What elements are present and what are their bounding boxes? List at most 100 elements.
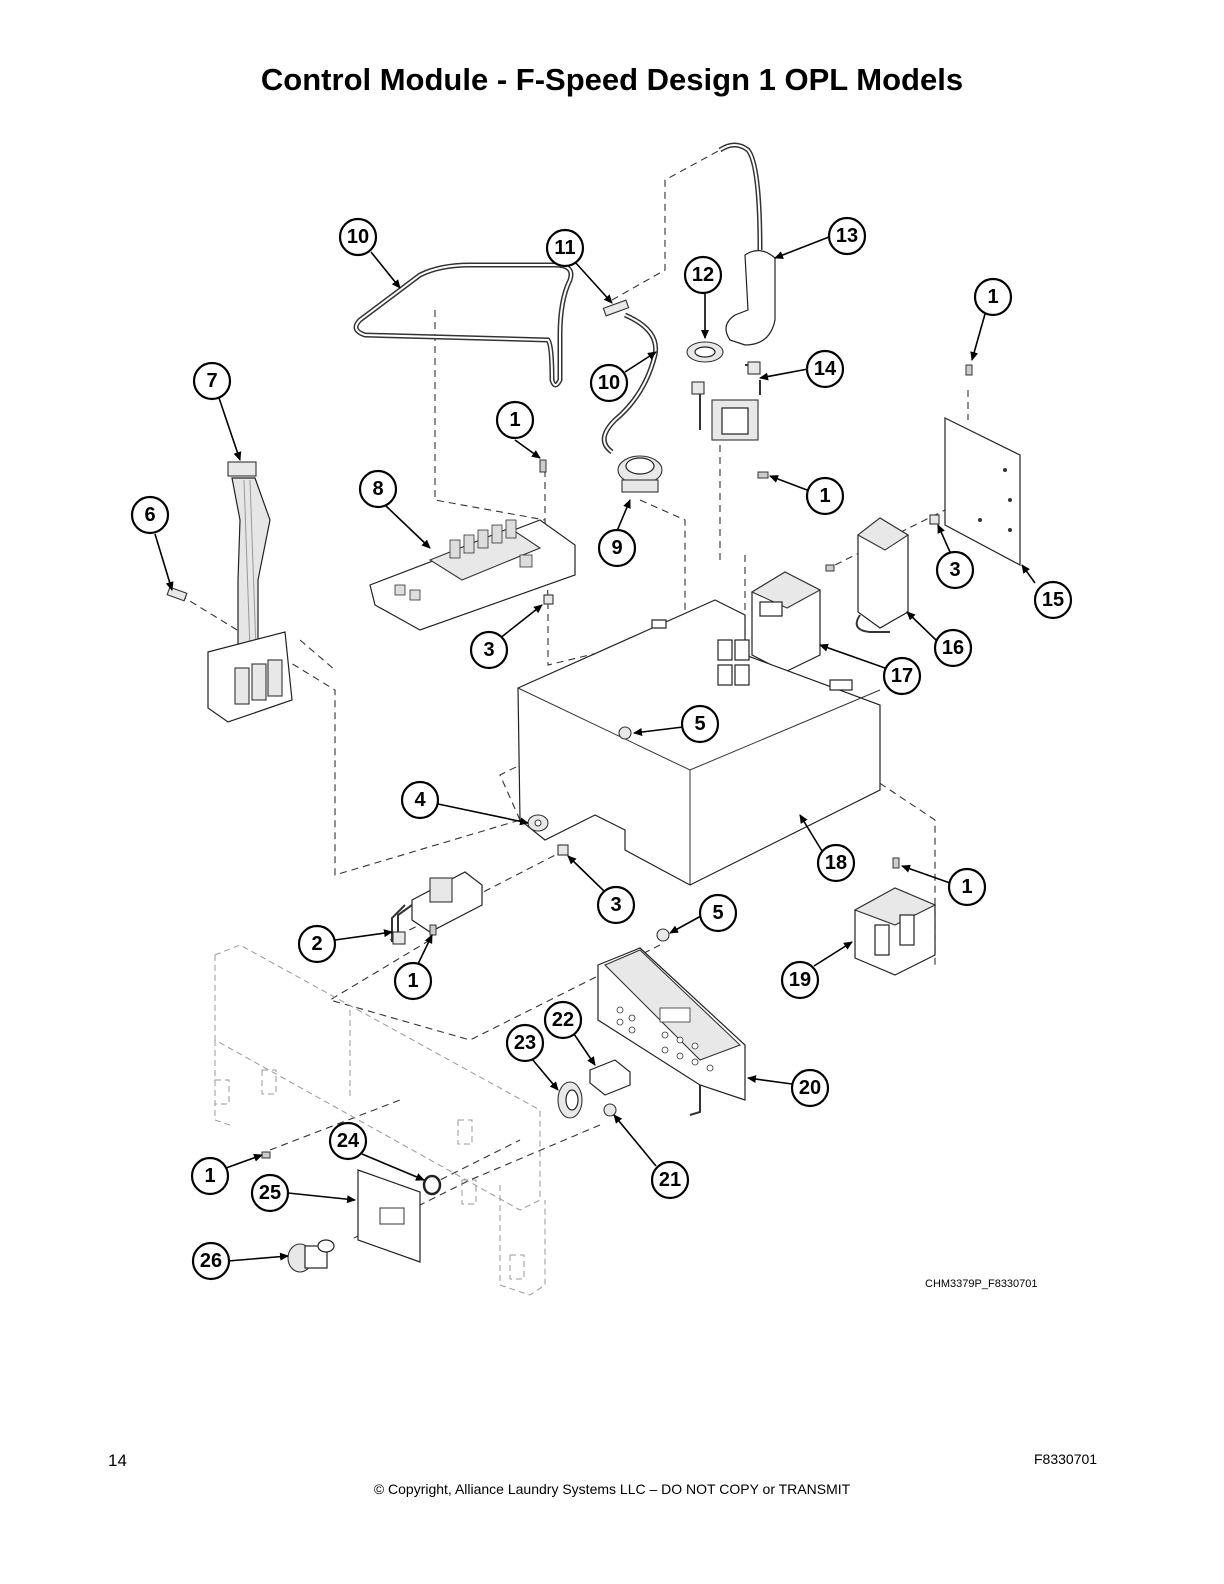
- svg-text:23: 23: [514, 1032, 536, 1054]
- svg-text:3: 3: [483, 639, 494, 661]
- callout: 3: [469, 630, 509, 670]
- clamp-part-12: [686, 341, 724, 363]
- svg-text:22: 22: [552, 1009, 574, 1031]
- leader-lines: [154, 236, 1036, 1262]
- svg-text:1: 1: [987, 286, 998, 308]
- callout: 11: [545, 228, 585, 268]
- transformer-part-19: [853, 887, 937, 976]
- grommet-part-5-upper: [618, 726, 632, 740]
- callout: 15: [1033, 580, 1073, 620]
- console-panel-outline: [214, 944, 546, 1296]
- svg-text:25: 25: [259, 1182, 281, 1204]
- control-board-part-8: [369, 519, 576, 631]
- drawing-reference: CHM3379P_F8330701: [925, 1278, 1038, 1290]
- svg-text:15: 15: [1042, 589, 1064, 611]
- callout: 13: [827, 216, 867, 256]
- svg-text:5: 5: [712, 902, 723, 924]
- switch-part-22: [589, 1059, 631, 1096]
- relay-part-14: [691, 361, 761, 441]
- callout: 19: [780, 960, 820, 1000]
- callout: 6: [130, 495, 170, 535]
- svg-text:2: 2: [311, 933, 322, 955]
- svg-text:7: 7: [206, 370, 217, 392]
- filter-part-16: [855, 517, 910, 633]
- callout: 14: [805, 349, 845, 389]
- svg-text:10: 10: [347, 226, 369, 248]
- callout: 2: [297, 924, 337, 964]
- bushing-part-4: [527, 814, 549, 832]
- callout: 10: [589, 363, 629, 403]
- emergency-stop-part-26: [287, 1239, 335, 1273]
- callouts: 10 11 12 13 1 7 10 14 1 6 8 1 9 3 15 3 1…: [130, 216, 1073, 1281]
- pressure-switch-part-9: [617, 455, 663, 493]
- copyright-notice: © Copyright, Alliance Laundry Systems LL…: [373, 1481, 851, 1497]
- callout: 12: [683, 255, 723, 295]
- svg-text:17: 17: [891, 665, 913, 687]
- tube-part-10: [353, 262, 574, 388]
- document-code: F8330701: [1034, 1451, 1098, 1467]
- svg-text:4: 4: [414, 789, 426, 811]
- grommet-part-5-lower: [656, 928, 670, 942]
- screw-part-6: [166, 586, 188, 602]
- wire-harness-part-7: [227, 461, 271, 661]
- callout: 9: [597, 528, 637, 568]
- svg-text:9: 9: [611, 537, 622, 559]
- callout: 21: [650, 1160, 690, 1200]
- clip-part-3-bracket: [929, 514, 940, 525]
- svg-text:19: 19: [789, 969, 811, 991]
- svg-text:10: 10: [598, 372, 620, 394]
- svg-text:1: 1: [961, 876, 972, 898]
- callout: 23: [505, 1023, 545, 1063]
- svg-text:26: 26: [200, 1250, 222, 1272]
- svg-text:18: 18: [825, 852, 847, 874]
- callout: 1: [947, 867, 987, 907]
- callout: 24: [328, 1121, 368, 1161]
- motor-drive-part-17: [750, 571, 822, 673]
- svg-text:1: 1: [819, 485, 830, 507]
- switch-plate-part-25: [357, 1169, 421, 1263]
- svg-text:13: 13: [836, 225, 858, 247]
- svg-text:20: 20: [799, 1077, 821, 1099]
- hose-part-13: [718, 142, 776, 346]
- callout: 1: [393, 961, 433, 1001]
- svg-text:24: 24: [337, 1130, 360, 1152]
- callout: 3: [596, 885, 636, 925]
- callout: 5: [698, 893, 738, 933]
- callout: 1: [495, 400, 535, 440]
- callout: 18: [816, 843, 856, 883]
- callout: 1: [805, 476, 845, 516]
- svg-text:6: 6: [144, 504, 155, 526]
- callout: 10: [338, 217, 378, 257]
- callout: 8: [358, 469, 398, 509]
- callout: 17: [882, 656, 922, 696]
- svg-text:5: 5: [694, 713, 705, 735]
- svg-text:1: 1: [407, 970, 418, 992]
- tee-connector-part-11: [601, 299, 659, 455]
- clip-part-3-lower: [557, 844, 569, 856]
- transformer-part-2: [391, 871, 483, 945]
- svg-text:12: 12: [692, 264, 714, 286]
- callout: 7: [192, 361, 232, 401]
- bracket-part-15: [944, 417, 1021, 566]
- callout: 20: [790, 1068, 830, 1108]
- svg-text:3: 3: [949, 559, 960, 581]
- callout: 5: [680, 704, 720, 744]
- relay-box: [207, 631, 293, 723]
- screws-part-1: [261, 364, 973, 1159]
- callout: 3: [935, 550, 975, 590]
- console-board-part-20: [597, 947, 746, 1116]
- callout: 25: [250, 1173, 290, 1213]
- svg-text:1: 1: [509, 409, 520, 431]
- svg-text:3: 3: [610, 894, 621, 916]
- svg-text:21: 21: [659, 1169, 681, 1191]
- clip-part-3-board: [543, 594, 554, 605]
- callout: 1: [973, 277, 1013, 317]
- page-title: Control Module - F-Speed Design 1 OPL Mo…: [260, 62, 964, 97]
- grommet-part-24: [422, 1174, 442, 1196]
- fastener-part-21: [603, 1103, 617, 1117]
- svg-text:16: 16: [942, 637, 964, 659]
- callout: 1: [190, 1156, 230, 1196]
- svg-text:14: 14: [814, 358, 837, 380]
- page-number: 14: [108, 1451, 127, 1470]
